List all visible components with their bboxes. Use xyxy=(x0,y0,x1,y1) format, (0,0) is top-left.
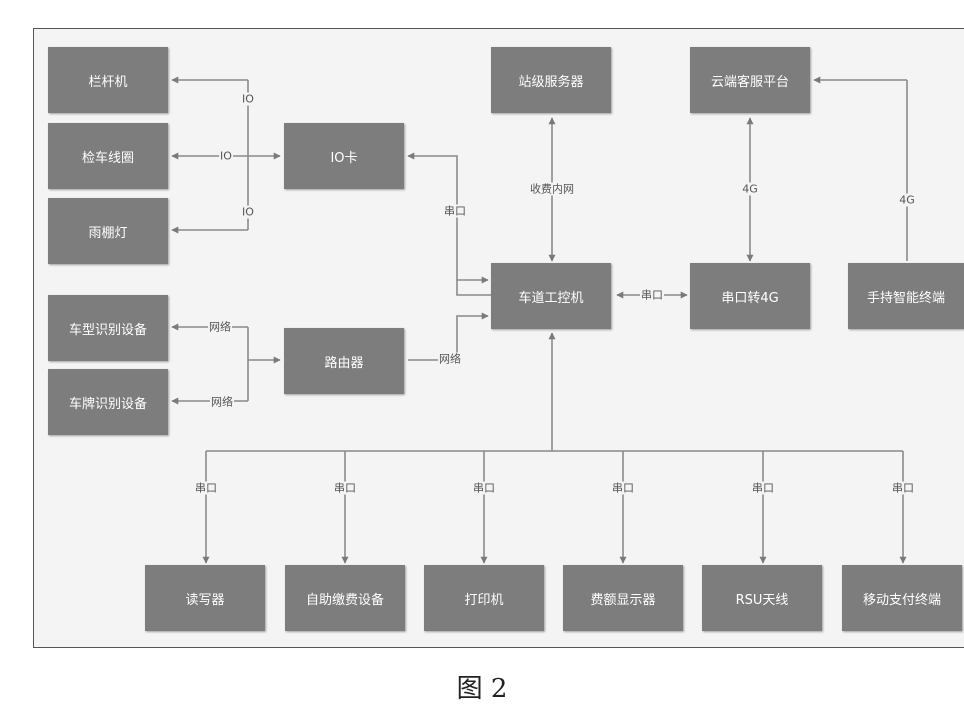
edge-label-lan-bot: 网络 xyxy=(210,395,234,409)
node-chepai: 车牌识别设备 xyxy=(48,369,168,435)
node-jianche: 检车线圈 xyxy=(48,123,168,189)
node-router: 路由器 xyxy=(284,328,404,394)
edge-label-g4-handheld: 4G xyxy=(898,193,916,207)
edge-label-io-top: IO xyxy=(241,92,255,106)
edge-label-serial-mobilepay: 串口 xyxy=(891,481,915,495)
edge-label-serial-iocard: 串口 xyxy=(443,204,467,218)
g4-handheld-line xyxy=(814,80,908,261)
edge-label-serial-feedisp: 串口 xyxy=(611,481,635,495)
edge-label-g4-cloud: 4G xyxy=(741,182,759,196)
edge-label-lan-router: 网络 xyxy=(438,352,462,366)
node-cloud: 云端客服平台 xyxy=(690,47,810,113)
edge-label-serial-4g: 串口 xyxy=(640,288,664,302)
edge-label-lan-top: 网络 xyxy=(208,320,232,334)
node-ipc: 车道工控机 xyxy=(491,263,611,329)
edge-label-toll-net: 收费内网 xyxy=(529,182,575,196)
node-langanji: 栏杆机 xyxy=(48,47,168,113)
diagram-frame xyxy=(33,28,964,648)
node-rsu: RSU天线 xyxy=(702,565,822,631)
edge-label-serial-rsu: 串口 xyxy=(751,481,775,495)
node-server: 站级服务器 xyxy=(491,47,611,113)
lan-line-router-ipc xyxy=(408,312,489,361)
edge-label-serial-reader: 串口 xyxy=(194,481,218,495)
node-chexing: 车型识别设备 xyxy=(48,295,168,361)
edge-label-io-mid: IO xyxy=(219,149,233,163)
node-selfpay: 自助缴费设备 xyxy=(285,565,405,631)
node-reader: 读写器 xyxy=(145,565,265,631)
edge-label-serial-selfpay: 串口 xyxy=(333,481,357,495)
node-feedisp: 费额显示器 xyxy=(563,565,683,631)
edge-label-serial-printer: 串口 xyxy=(472,481,496,495)
node-serial-4g: 串口转4G xyxy=(690,263,810,329)
edge-label-io-bot: IO xyxy=(241,205,255,219)
node-printer: 打印机 xyxy=(424,565,544,631)
figure-caption: 图 2 xyxy=(456,674,508,704)
node-yupeng: 雨棚灯 xyxy=(48,198,168,264)
node-mobilepay: 移动支付终端 xyxy=(842,565,962,631)
node-handheld: 手持智能终端 xyxy=(848,263,964,329)
node-iocard: IO卡 xyxy=(284,123,404,189)
